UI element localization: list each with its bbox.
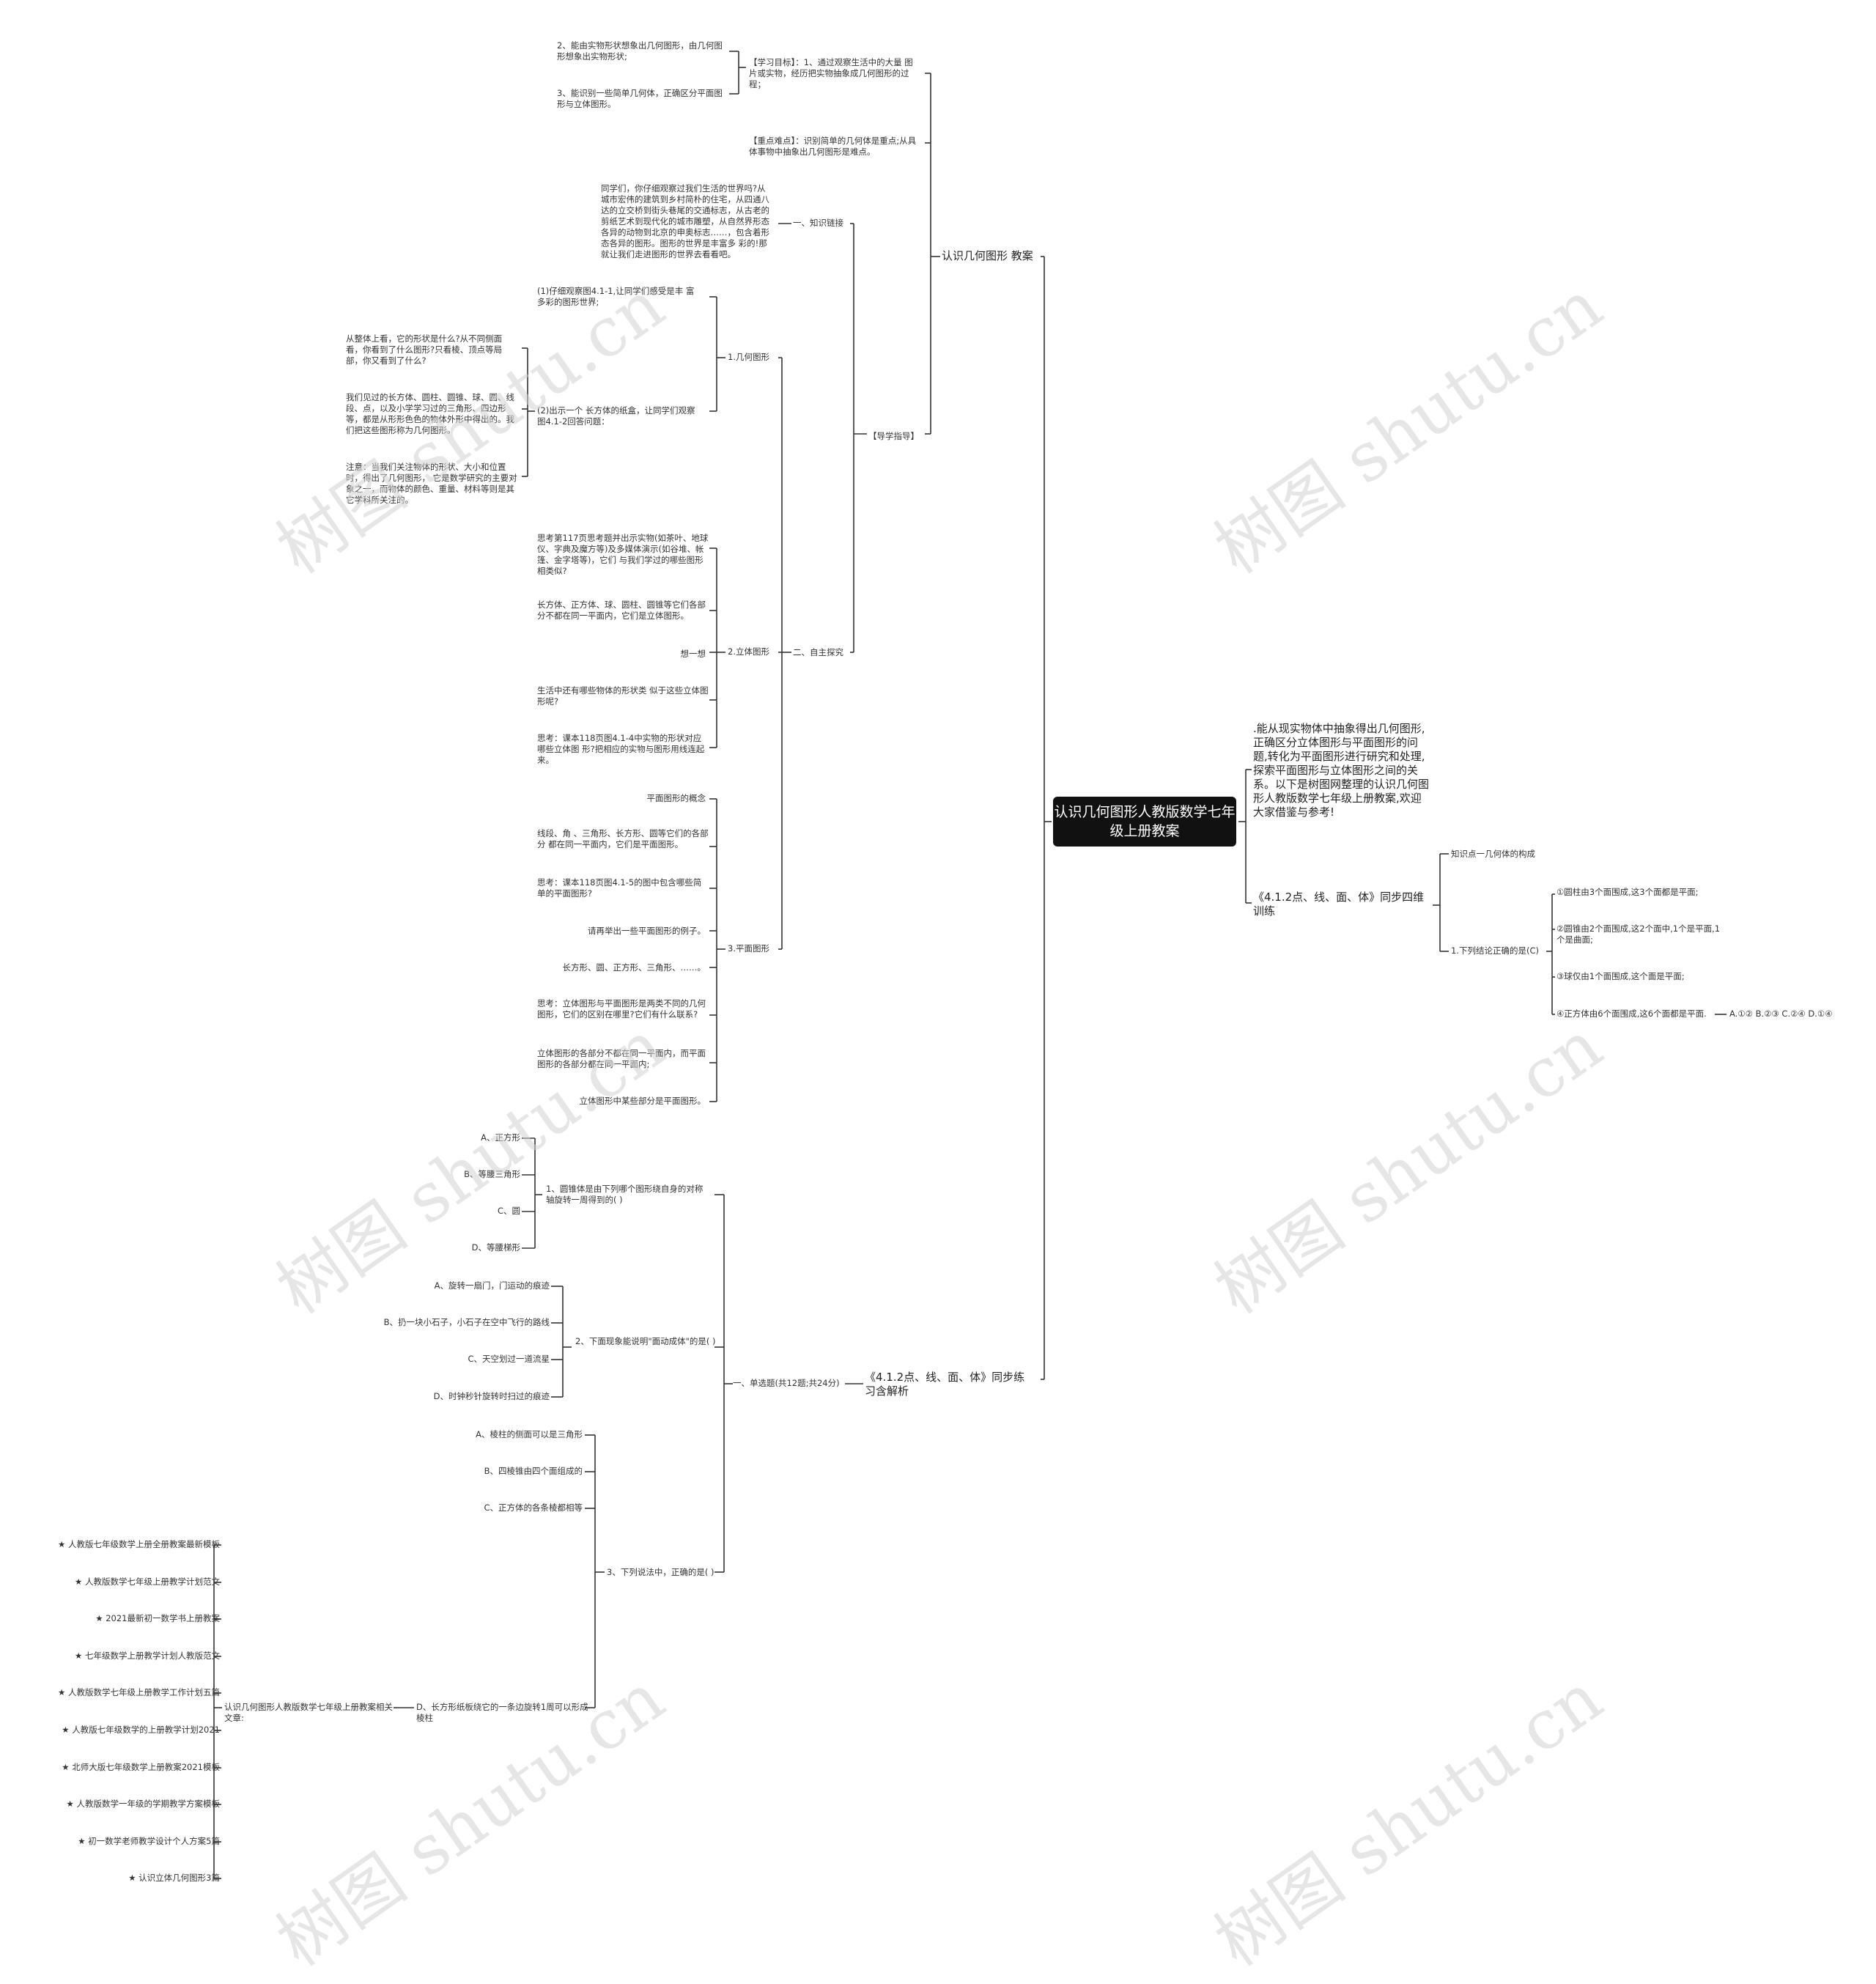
solid-1[interactable]: 思考第117页思考题并出示实物(如茶叶、地球仪、字典及魔方等)及多媒体演示(如谷… (537, 533, 709, 576)
related-link[interactable]: ★ 人教版七年级数学的上册教学计划2021 (62, 1725, 220, 1735)
q2-b[interactable]: B、扔一块小石子，小石子在空中飞行的路线 (383, 1317, 550, 1327)
question-1[interactable]: 1、圆锥体是由下列哪个图形绕自身的对称轴旋转一周得到的( ) (546, 1184, 704, 1205)
solid-3[interactable]: 想一想 (680, 649, 706, 659)
knowledge-link-text[interactable]: 同学们，你仔细观察过我们生活的世界吗?从城市宏伟的建筑到乡村简朴的住宅，从四通八… (601, 183, 769, 259)
root-node[interactable]: 认识几何图形人教版数学七年级上册教案 (1053, 797, 1236, 847)
related-link[interactable]: ★ 初一数学老师教学设计个人方案5篇 (78, 1835, 220, 1846)
goal-2[interactable]: 2、能由实物形状想象出几何图形，由几何图形想象出实物形状; (557, 40, 723, 62)
solid-4[interactable]: 生活中还有哪些物体的形状类 似于这些立体图形呢? (537, 685, 709, 707)
question-2[interactable]: 2、下面现象能说明"面动成体"的是( ) (575, 1336, 716, 1346)
option-2[interactable]: ②圆锥由2个面围成,这2个面中,1个是平面,1个是曲面; (1556, 923, 1721, 945)
q1-a[interactable]: A、正方形 (481, 1132, 520, 1143)
related-link[interactable]: ★ 2021最新初一数学书上册教案 (95, 1613, 220, 1624)
plane-figure[interactable]: 3.平面图形 (728, 943, 769, 954)
related-articles[interactable]: 认识几何图形人教版数学七年级上册教案相关文章: (224, 1702, 393, 1723)
q3-c[interactable]: C、正方体的各条棱都相等 (484, 1502, 583, 1513)
option-3[interactable]: ③球仅由1个面围成,这个面是平面; (1556, 971, 1685, 981)
solid-2[interactable]: 长方体、正方体、球、圆柱、圆锥等它们各部分不都在同一平面内，它们是立体图形。 (537, 600, 706, 621)
guide-label[interactable]: 【导学指导】 (868, 431, 919, 441)
figure-item-2[interactable]: (2)出示一个 长方体的纸盒，让同学们观察图4.1-2回答问题： (537, 405, 695, 427)
self-explore[interactable]: 二、自主探究 (793, 647, 843, 657)
goal-3[interactable]: 3、能识别一些简单几何体，正确区分平面图形与立体图形。 (557, 88, 723, 109)
plane-8[interactable]: 立体图形中某些部分是平面图形。 (579, 1096, 706, 1106)
q3-b[interactable]: B、四棱锥由四个面组成的 (484, 1466, 583, 1476)
figure-item-2b[interactable]: 我们见过的长方体、圆柱、圆锥、球、圆、线段、点，以及小学学习过的三角形、四边形等… (346, 392, 514, 435)
option-4-answer[interactable]: A.①② B.②③ C.②④ D.①④ (1729, 1008, 1833, 1019)
plane-6[interactable]: 思考：立体图形与平面图形是两类不同的几何图形，它们的区别在哪里?它们有什么联系? (537, 998, 706, 1019)
related-link[interactable]: ★ 北师大版七年级数学上册教案2021模板 (62, 1761, 220, 1772)
branch-plan[interactable]: 认识几何图形 教案 (942, 249, 1033, 262)
plane-3[interactable]: 思考：课本118页图4.1-5的图中包含哪些简单的平面图形? (537, 877, 702, 899)
learning-goal[interactable]: 【学习目标】：1、通过观察生活中的大量 图片或实物，经历把实物抽象成几何图形的过… (749, 57, 913, 89)
plane-7[interactable]: 立体图形的各部分不都在同一平面内，而平面图形的各部分都在同一平面内; (537, 1048, 706, 1069)
related-link[interactable]: ★ 人教版数学一年级的学期教学方案模板 (66, 1799, 220, 1810)
q1-b[interactable]: B、等腰三角形 (464, 1169, 520, 1179)
option-1[interactable]: ①圆柱由3个面围成,这3个面都是平面; (1556, 887, 1699, 897)
q1-d[interactable]: D、等腰梯形 (471, 1242, 520, 1253)
q2-a[interactable]: A、旋转一扇门，门运动的痕迹 (434, 1280, 550, 1291)
plane-2[interactable]: 线段、角 、三角形、长方形、圆等它们的各部分 都在同一平面内，它们是平面图形。 (537, 828, 709, 849)
question-1-right[interactable]: 1.下列结论正确的是(C) (1451, 945, 1539, 956)
plane-4[interactable]: 请再举出一些平面图形的例子。 (588, 926, 706, 936)
related-link[interactable]: ★ 认识立体几何图形3篇 (128, 1873, 220, 1884)
q3-a[interactable]: A、棱柱的侧面可以是三角形 (476, 1429, 583, 1439)
related-link[interactable]: ★ 人教版数学七年级上册教学工作计划五篇 (58, 1687, 220, 1698)
related-link[interactable]: ★ 人教版数学七年级上册教学计划范文 (75, 1576, 220, 1587)
geometric-figure[interactable]: 1.几何图形 (728, 352, 769, 362)
option-4[interactable]: ④正方体由6个面围成,这6个面都是平面. (1556, 1008, 1707, 1019)
plane-1[interactable]: 平面图形的概念 (646, 793, 706, 803)
q2-d[interactable]: D、时钟秒针旋转时扫过的痕迹 (433, 1391, 550, 1401)
intro-text[interactable]: .能从现实物体中抽象得出几何图形,正确区分立体图形与平面图形的问题,转化为平面图… (1253, 722, 1430, 819)
branch-practice[interactable]: 《4.1.2点、线、面、体》同步练习含解析 (865, 1371, 1025, 1398)
plane-5[interactable]: 长方形、圆、正方形、三角形、……。 (562, 962, 706, 973)
branch-four-dim-training[interactable]: 《4.1.2点、线、面、体》同步四维训练 (1253, 890, 1425, 918)
q2-c[interactable]: C、天空划过一道流星 (468, 1354, 550, 1364)
connector-lines (213, 51, 1727, 1879)
related-link[interactable]: ★ 人教版七年级数学上册全册教案最新模板 (58, 1539, 220, 1549)
key-difficulty[interactable]: 【重点难点】：识别简单的几何体是重点;从具体事物中抽象出几何图形是难点。 (749, 136, 917, 157)
figure-item-2a[interactable]: 从整体上看，它的形状是什么?从不同侧面看，你看到了什么图形?只看棱、顶点等局部，… (346, 333, 503, 366)
knowledge-link[interactable]: 一、知识链接 (793, 218, 843, 228)
related-link[interactable]: ★ 七年级数学上册教学计划人教版范文 (75, 1650, 220, 1661)
question-3[interactable]: 3、下列说法中，正确的是( ) (607, 1567, 714, 1577)
q3-d[interactable]: D、长方形纸板绕它的一条边旋转1周可以形成棱柱 (416, 1702, 588, 1723)
figure-item-1[interactable]: (1)仔细观察图4.1-1,让同学们感受是丰 富多彩的图形世界; (537, 286, 695, 307)
solid-5[interactable]: 思考：课本118页图4.1-4中实物的形状对应哪些立体图 形?把相应的实物与图形… (537, 733, 705, 765)
knowledge-point-1[interactable]: 知识点一几何体的构成 (1451, 849, 1535, 859)
mind-map-canvas: 认识几何图形人教版数学七年级上册教案 .能从现实物体中抽象得出几何图形,正确区分立… (58, 40, 1833, 1981)
single-choice[interactable]: 一、单选题(共12题;共24分) (733, 1378, 840, 1388)
solid-figure[interactable]: 2.立体图形 (728, 646, 769, 657)
q1-c[interactable]: C、圆 (497, 1206, 520, 1216)
figure-item-2c[interactable]: 注意：当我们关注物体的形状、大小和位置时，得出了几何图形， 它是数学研究的主要对… (346, 462, 517, 505)
